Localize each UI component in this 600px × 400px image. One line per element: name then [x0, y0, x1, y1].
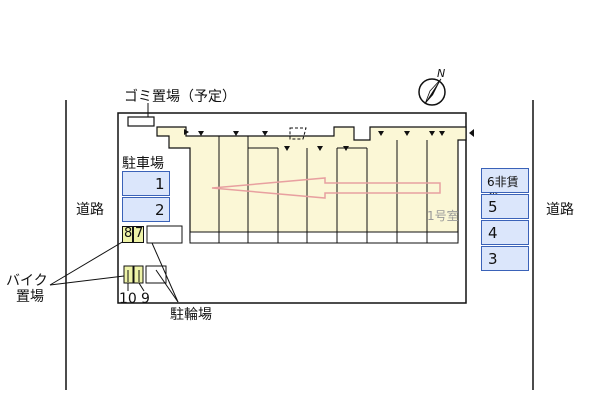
parking-slot-3: 3: [481, 246, 529, 271]
parking-slot-4-number: 4: [488, 224, 498, 242]
garbage-box: [127, 116, 155, 127]
bike-number-9: 9: [141, 291, 150, 307]
bike-parking-label-2: 置場: [16, 289, 44, 305]
bike-slot-8-number: 8: [124, 226, 133, 241]
bike-number-10: 10: [119, 291, 137, 307]
building-outline: [156, 126, 467, 241]
parking-slot-5: 5: [481, 194, 529, 219]
road-label-right: 道路: [546, 202, 574, 218]
leader-lines: [49, 240, 179, 303]
parking-slot-4: 4: [481, 220, 529, 245]
bicycle-parking-label: 駐輪場: [170, 307, 212, 323]
lot-boundary: [117, 112, 467, 304]
parking-slot-1-number: 1: [155, 175, 165, 193]
parking-slot-2-number: 2: [155, 201, 165, 219]
parking-slot-1: 1: [122, 171, 170, 196]
entrance-markers: [184, 129, 474, 151]
direction-arrow: [211, 177, 441, 199]
parking-slot-6: 6非賃貸: [481, 168, 529, 206]
room1-label: 1号室: [427, 209, 459, 223]
parking-slot-5-number: 5: [488, 198, 498, 216]
parking-slot-3-number: 3: [488, 250, 498, 268]
bike-parking-label-1: バイク: [6, 273, 48, 289]
parking-label: 駐車場: [122, 156, 164, 172]
garbage-label: ゴミ置場（予定）: [124, 89, 236, 105]
parking-box-white: [146, 225, 183, 244]
parking-slot-2: 2: [122, 197, 170, 222]
planned-garbage-dashed: [289, 127, 307, 140]
road-label-left: 道路: [76, 202, 104, 218]
bike-slot-7-number: 7: [135, 226, 144, 241]
bike-slot-7: 7: [133, 226, 144, 243]
balcony-strip: [189, 231, 459, 244]
wall-jogs: [248, 139, 370, 149]
bike-slot-8: 8: [122, 226, 133, 243]
compass-icon: [418, 78, 446, 106]
unit-dividers: [218, 136, 428, 243]
compass-n-label: N: [437, 67, 446, 80]
